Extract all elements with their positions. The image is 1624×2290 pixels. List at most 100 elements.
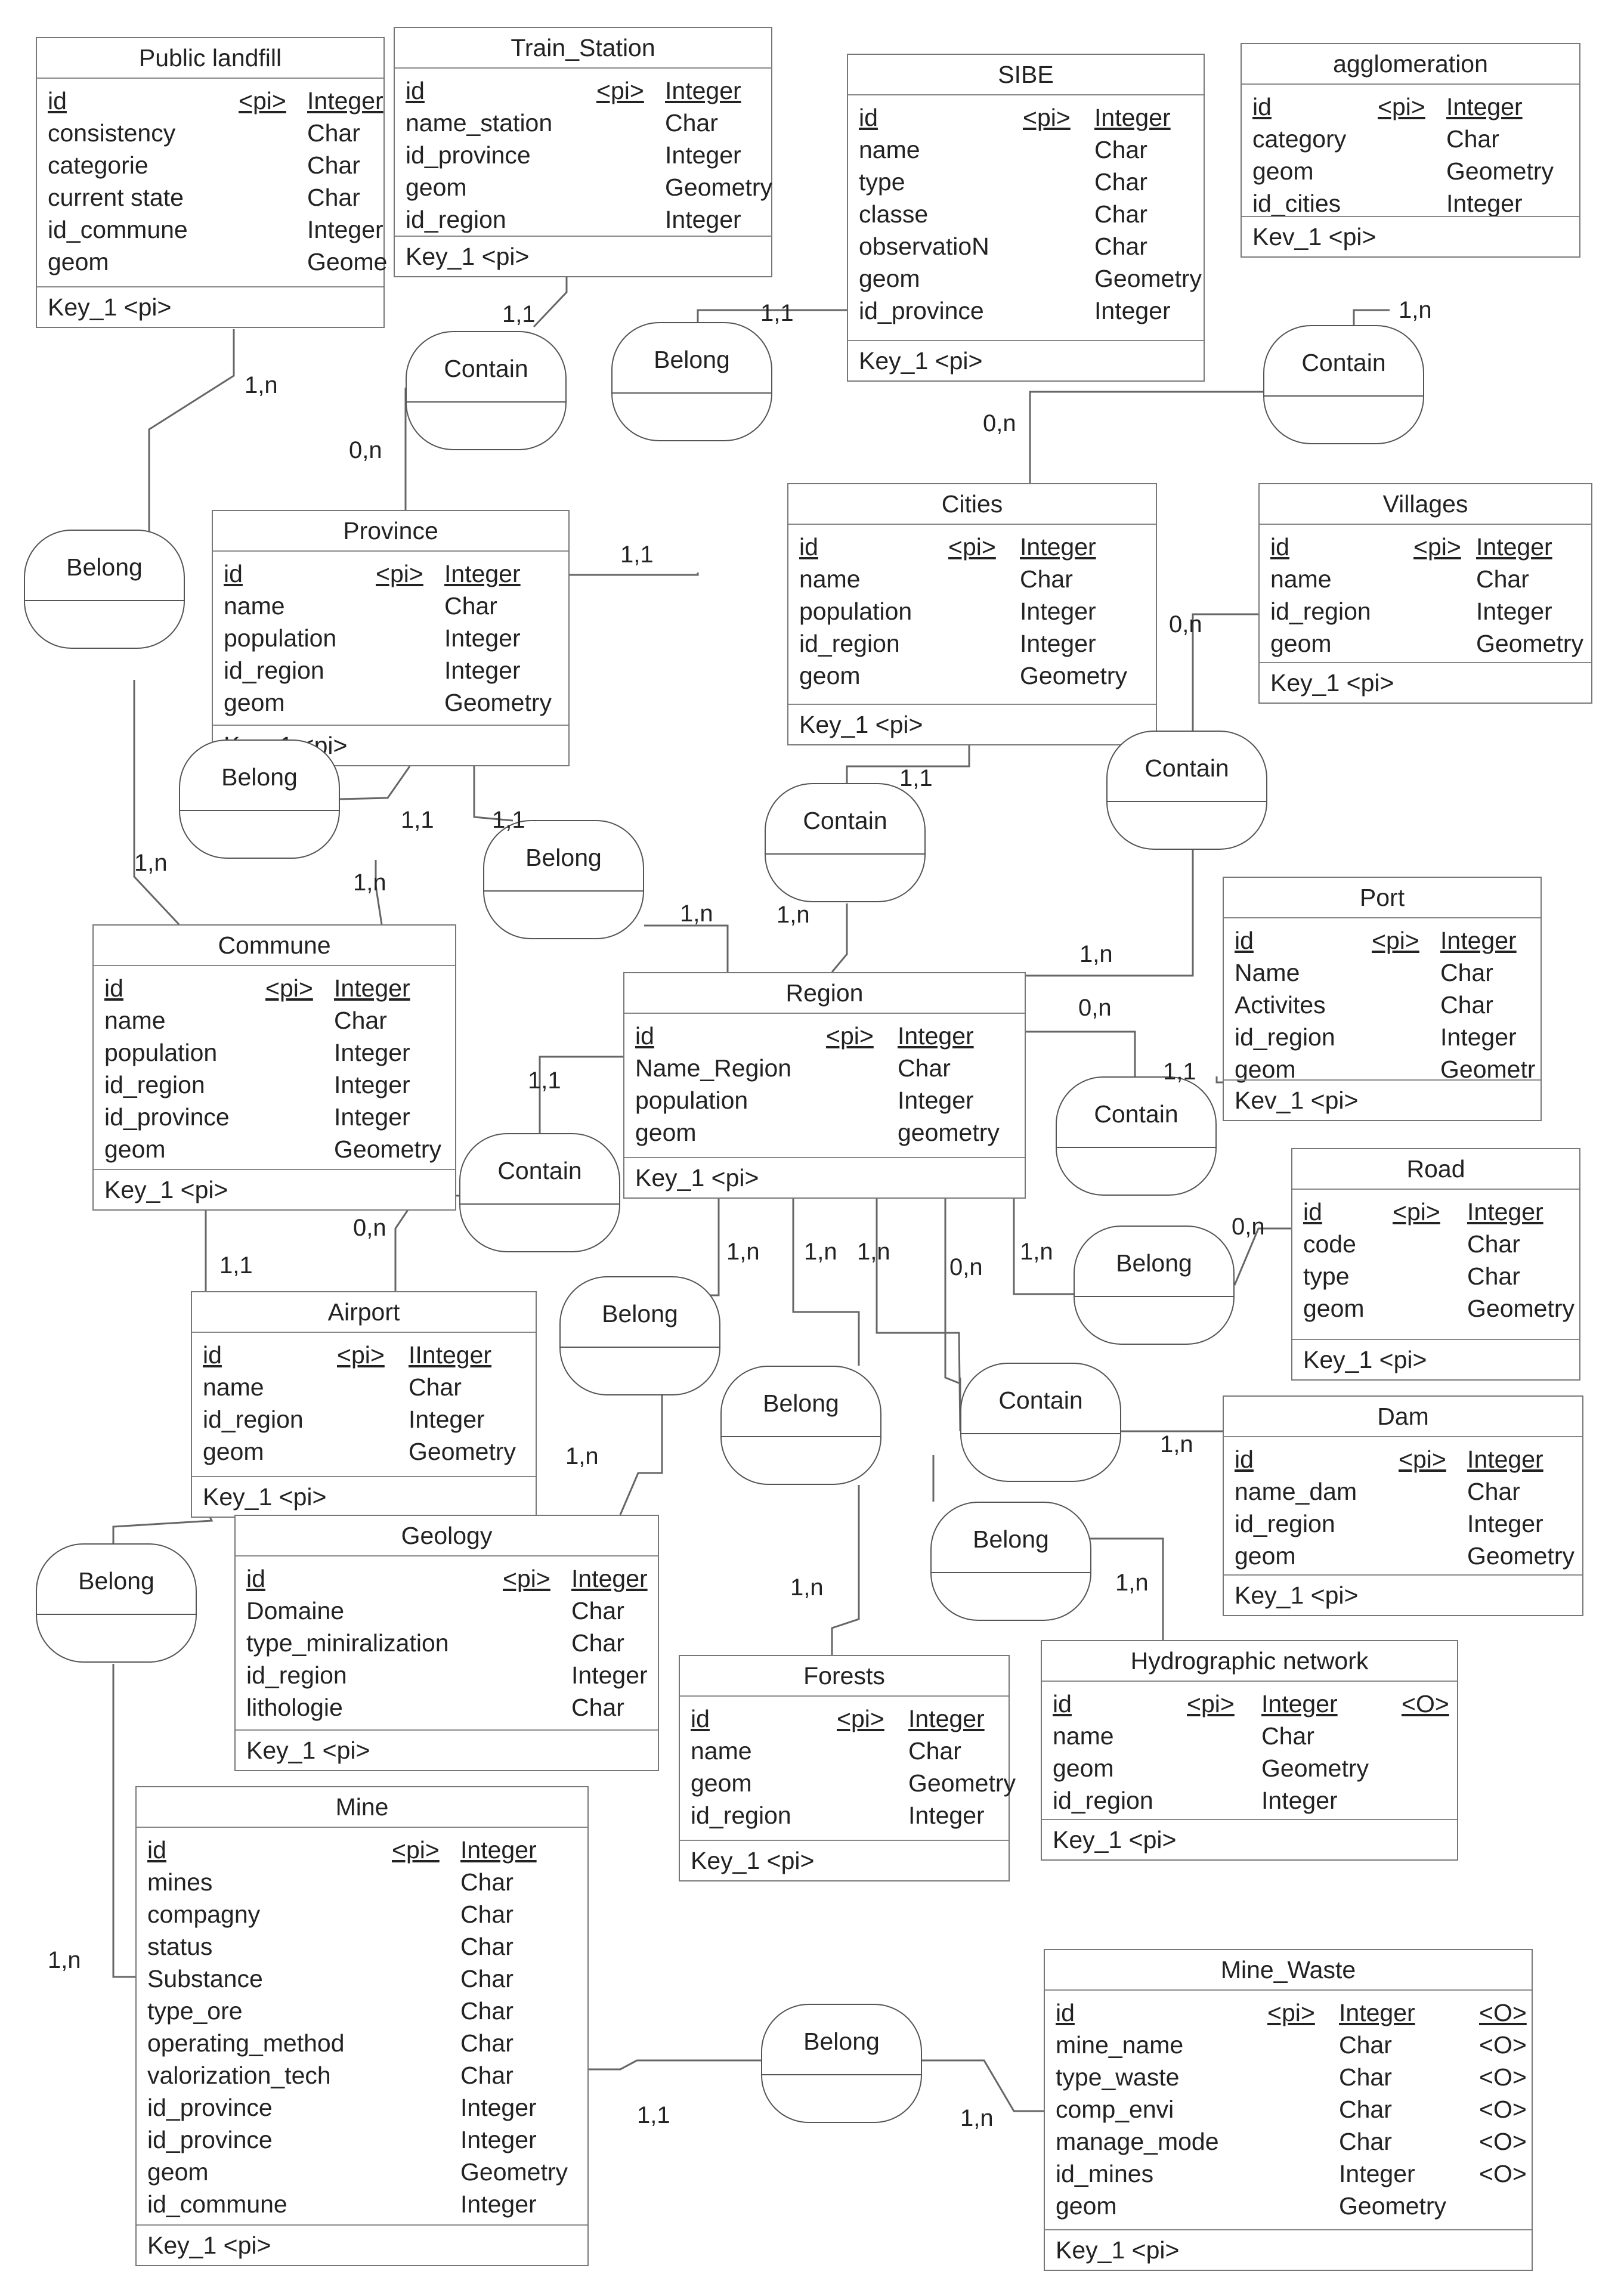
attribute-type: Char xyxy=(460,1997,514,2025)
cardinality-label: 1,1 xyxy=(620,541,654,568)
attribute-name: id_mines xyxy=(1056,2160,1154,2187)
attribute-type: Integer xyxy=(1440,927,1517,954)
attribute-name: Name_Region xyxy=(635,1054,792,1082)
attribute-name: id_cities xyxy=(1252,190,1341,217)
attribute-name: id_region xyxy=(224,657,324,684)
attribute-type: Char xyxy=(1094,233,1147,260)
attribute-name: id xyxy=(1053,1690,1072,1718)
attribute-name: category xyxy=(1252,125,1347,153)
relationship-belong-hydro-region[interactable]: Belong xyxy=(930,1502,1091,1621)
attribute-type: Integer xyxy=(1020,598,1096,625)
attribute-key: <pi> xyxy=(596,77,644,104)
attribute-name: compagny xyxy=(147,1901,261,1928)
attribute-name: id xyxy=(691,1705,710,1732)
entity-key: Key_1 <pi> xyxy=(1224,1574,1582,1615)
relationship-belong-forests-region[interactable]: Belong xyxy=(720,1366,881,1485)
link-line xyxy=(876,1199,961,1432)
attribute-name: Substance xyxy=(147,1965,263,1992)
attribute-name: id xyxy=(48,87,67,114)
attribute-type: Integer xyxy=(1020,630,1096,657)
attribute-type: Integer xyxy=(1440,1023,1517,1051)
relationship-belong-province-commune[interactable]: Belong xyxy=(179,739,340,859)
attribute-row: id<pi>Integer xyxy=(48,85,383,117)
relationship-belong-road-region[interactable]: Belong xyxy=(1074,1226,1235,1345)
relationship-contain-villages-region[interactable]: Contain xyxy=(1106,731,1267,850)
link-line xyxy=(922,2059,1044,2112)
attribute-name: id_region xyxy=(1270,598,1371,625)
relationship-belong-province-region[interactable]: Belong xyxy=(483,820,644,939)
entity-key: Key_1 <pi> xyxy=(848,340,1204,380)
entity-title: Forests xyxy=(680,1656,1009,1697)
relationship-contain-province-train[interactable]: Contain xyxy=(406,331,567,450)
cardinality-label: 1,1 xyxy=(492,807,525,833)
attribute-name: geom xyxy=(1053,1754,1114,1782)
attribute-row: id<pi>Integer xyxy=(799,531,1145,563)
relationship-contain-agglo-cities[interactable]: Contain xyxy=(1263,325,1424,444)
relationship-belong-landfill-commune[interactable]: Belong xyxy=(24,530,185,649)
relationship-contain-commune-airport[interactable]: Contain xyxy=(459,1133,620,1252)
relationship-contain-region-port[interactable]: Contain xyxy=(1056,1076,1217,1196)
attribute-key: <pi> xyxy=(1393,1198,1440,1226)
relationship-contain-cities-region[interactable]: Contain xyxy=(765,783,926,902)
attribute-type: Integer xyxy=(665,206,741,233)
relationship-belong-mine-waste[interactable]: Belong xyxy=(761,2004,922,2123)
link-line xyxy=(133,680,180,926)
attribute-type: Geometr xyxy=(1440,1056,1536,1083)
attribute-name: name xyxy=(691,1737,752,1765)
cardinality-label: 0,n xyxy=(983,410,1016,437)
attribute-type: Geometry xyxy=(665,174,772,201)
relationship-label: Belong xyxy=(1116,1249,1192,1277)
attribute-key: <pi> xyxy=(503,1565,550,1592)
attribute-name: population xyxy=(799,598,912,625)
relationship-contain-region-dam[interactable]: Contain xyxy=(960,1363,1121,1482)
cardinality-label: 1,n xyxy=(804,1239,837,1265)
attribute-type: Integer xyxy=(1446,190,1523,217)
relationship-label: Belong xyxy=(803,2028,880,2055)
entity-title: Cities xyxy=(788,484,1156,525)
attribute-key: <pi> xyxy=(1372,927,1419,954)
attribute-name: geom xyxy=(147,2158,209,2186)
attribute-type: Integer xyxy=(460,2126,537,2153)
attribute-name: name xyxy=(799,565,861,593)
relationship-belong-geology-region[interactable]: Belong xyxy=(559,1276,720,1395)
attribute-option: <O> xyxy=(1479,2096,1527,2123)
relationship-belong-province-sibe[interactable]: Belong xyxy=(611,322,772,441)
attribute-name: geom xyxy=(1303,1295,1365,1322)
cardinality-label: 1,n xyxy=(245,372,278,398)
attribute-name: Activites xyxy=(1235,991,1326,1019)
relationship-belong-airport-mine[interactable]: Belong xyxy=(36,1543,197,1663)
